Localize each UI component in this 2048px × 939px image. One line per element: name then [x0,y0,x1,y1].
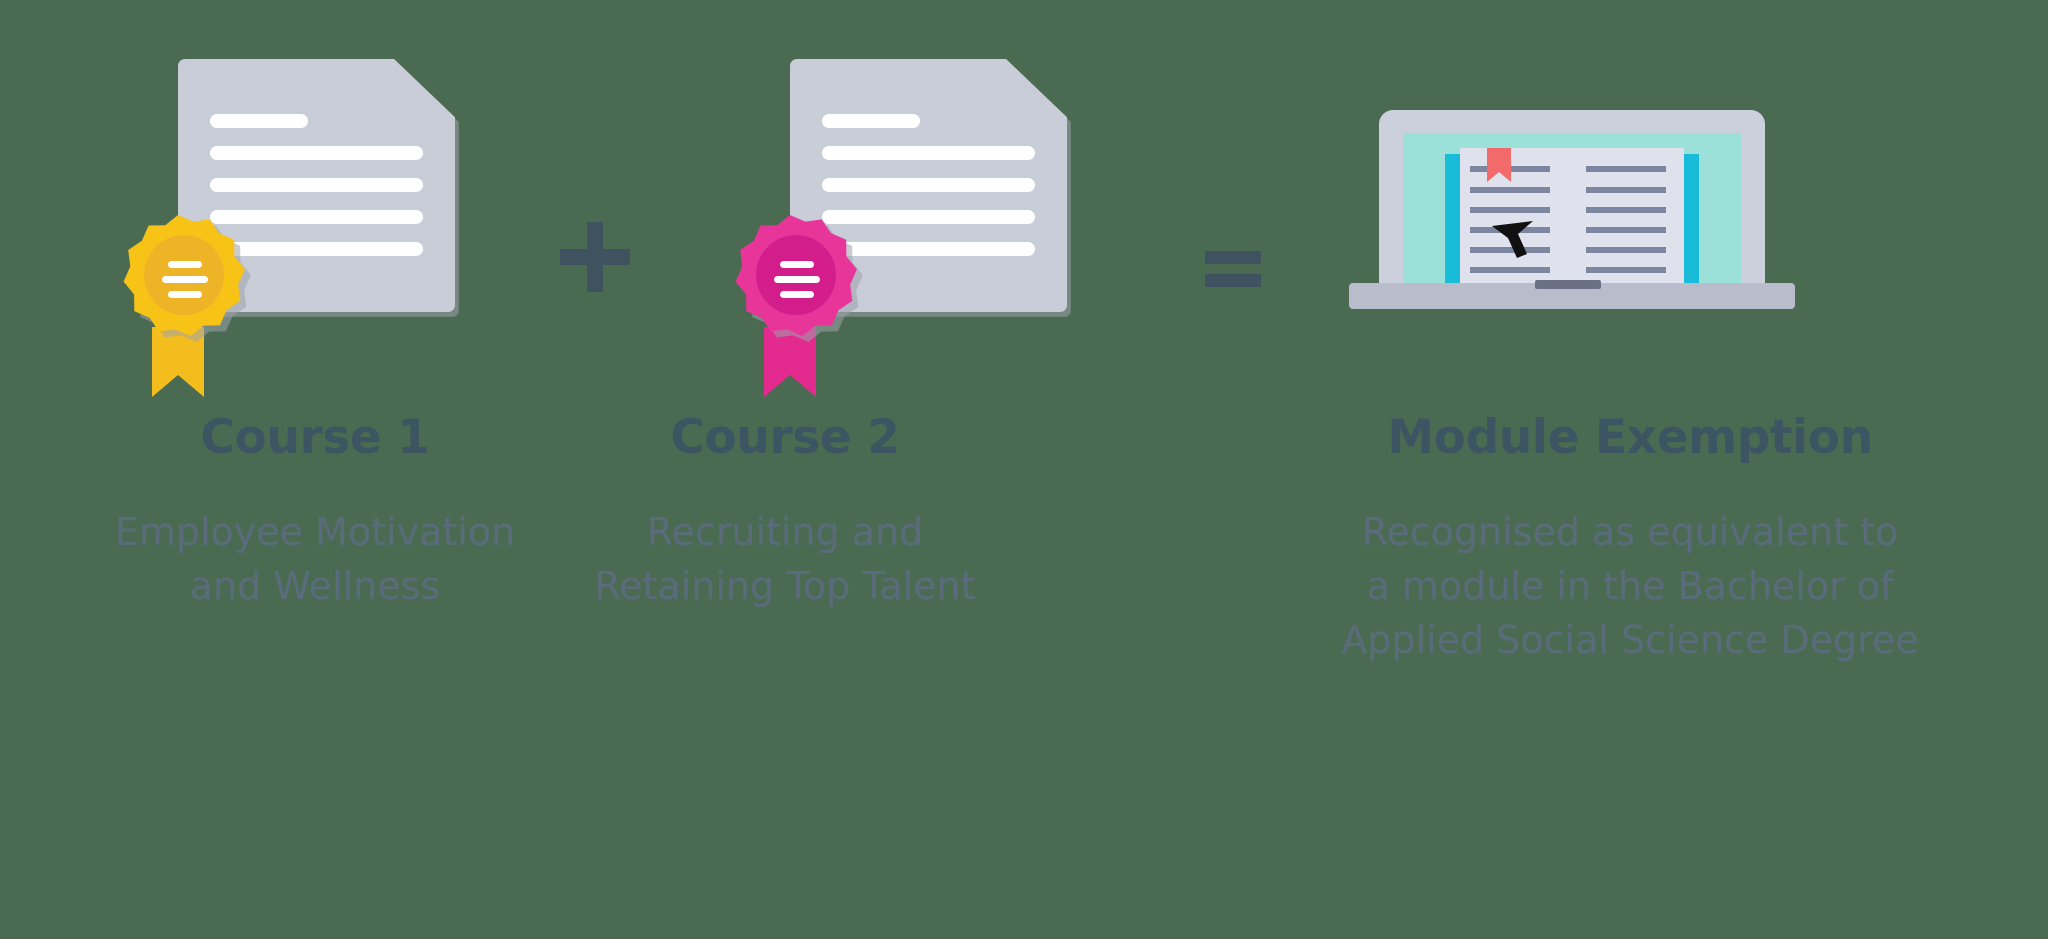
page-title-course-2: Course 2 [670,410,900,465]
laptop-icon [1349,86,1795,309]
equals-top-bar [1205,251,1261,264]
artwork-certificate-gold [0,0,630,480]
document-line [210,146,423,160]
subtitle-line: Recruiting and [646,510,924,554]
page-title-module-exemption: Module Exemption [1387,410,1873,465]
subtitle-course-2: Recruiting and Retaining Top Talent [470,506,1100,614]
document-line [822,178,1035,192]
document-line [210,242,423,256]
certificate-document-1 [178,59,459,317]
document-text-lines [822,114,1035,274]
document-line [822,242,1035,256]
pink-award-seal-icon [710,207,870,407]
page-title-course-1: Course 1 [200,410,430,465]
column-course-1: Course 1 Employee Motivation and Wellnes… [0,0,630,939]
document-line [210,178,423,192]
document-line [822,210,1035,224]
document-line [822,114,920,128]
document-line [210,114,308,128]
subtitle-line: Recognised as equivalent to [1361,510,1899,554]
subtitle-module-exemption: Recognised as equivalent to a module in … [1270,506,1990,668]
subtitle-line: Employee Motivation [114,510,516,554]
document-line [210,210,423,224]
plus-operator [560,222,630,292]
subtitle-line: a module in the Bachelor of [1366,563,1894,608]
column-course-2: Course 2 Recruiting and Retaining Top Ta… [470,0,1100,939]
subtitle-line: Applied Social Science Degree [1341,617,1919,662]
document-text-lines [210,114,423,274]
subtitle-line: and Wellness [189,563,441,608]
plus-vertical-bar [587,222,603,292]
column-module-exemption: Module Exemption Recognised as equivalen… [1270,0,1990,939]
artwork-certificate-pink [470,0,1100,480]
document-line [822,146,1035,160]
subtitle-line: Retaining Top Talent [594,563,976,608]
gold-award-seal-icon [98,207,258,407]
equals-bottom-bar [1205,274,1261,287]
artwork-laptop-with-book [1270,0,1990,480]
equals-operator [1205,251,1261,287]
subtitle-course-1: Employee Motivation and Wellness [0,506,630,614]
